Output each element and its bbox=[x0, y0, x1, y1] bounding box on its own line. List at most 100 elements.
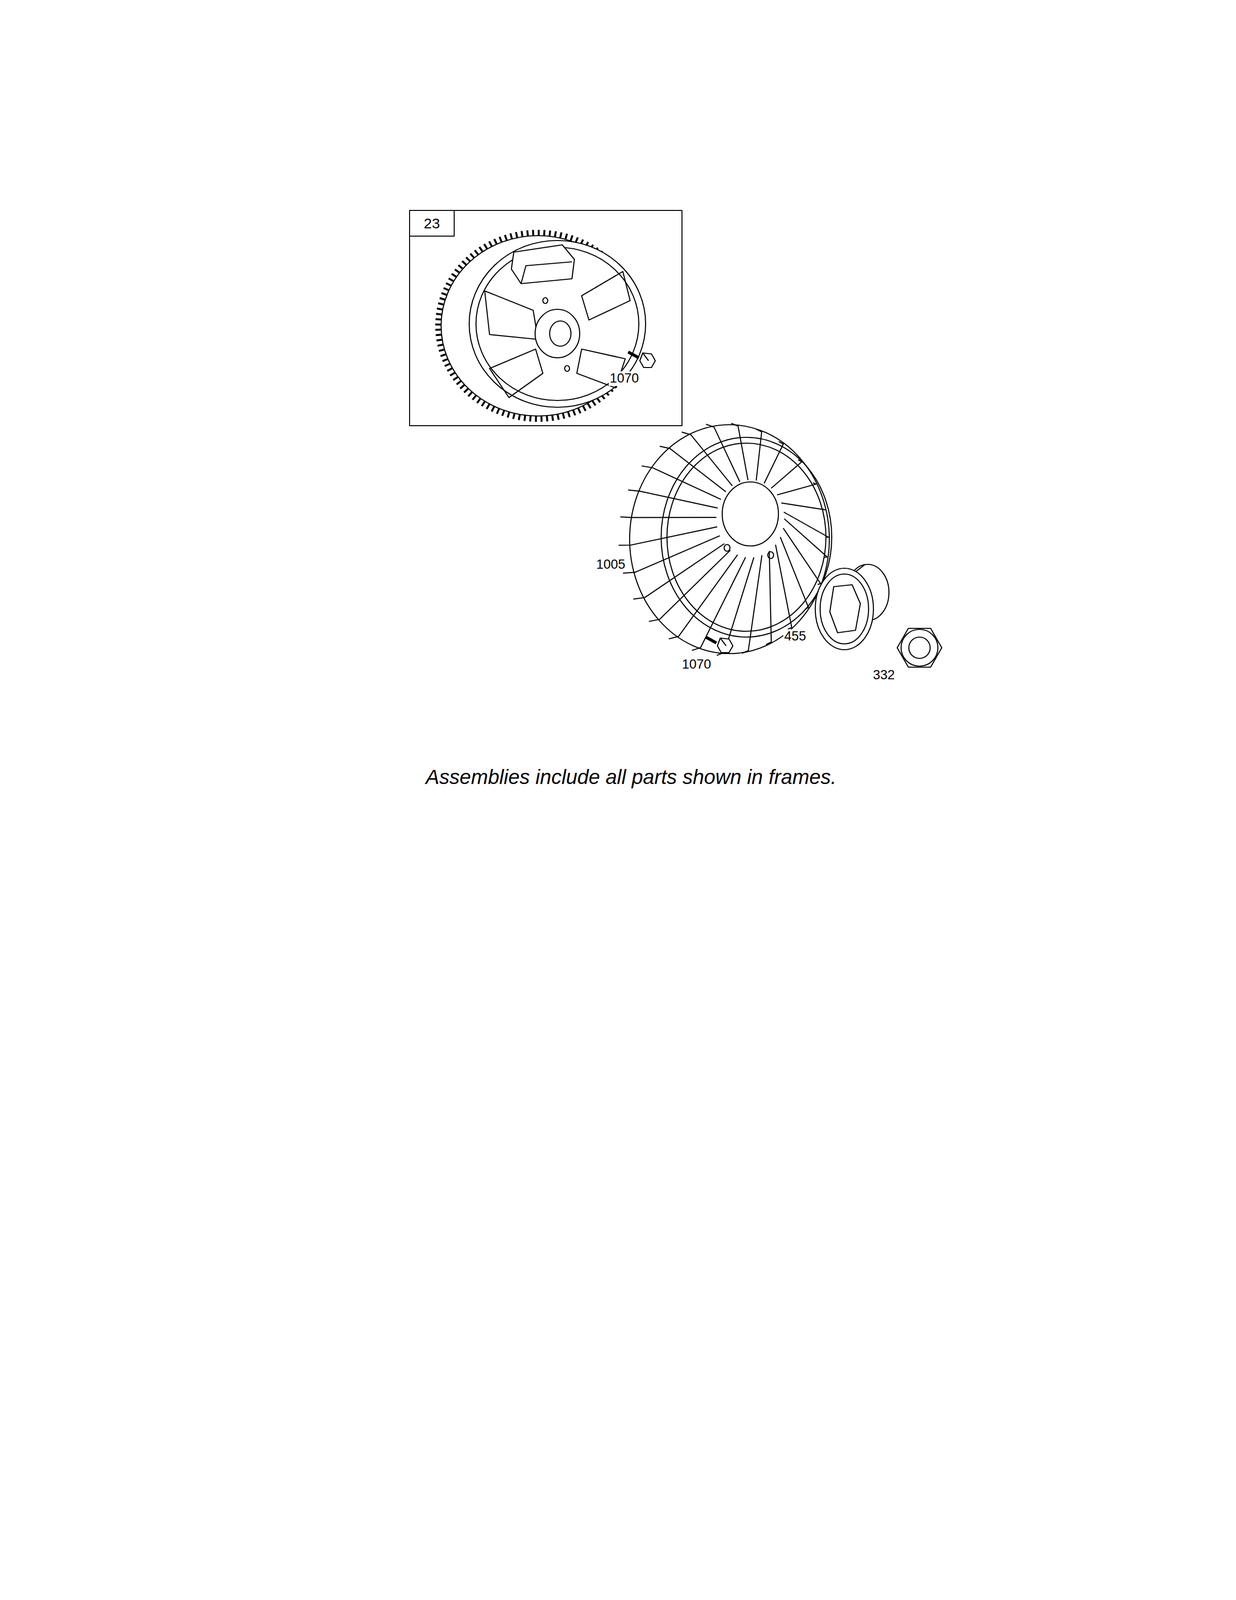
gear-tooth bbox=[549, 230, 551, 237]
gear-tooth bbox=[554, 231, 556, 238]
gear-tooth bbox=[494, 238, 497, 245]
callout-number: 455 bbox=[783, 629, 808, 644]
gear-tooth bbox=[486, 403, 490, 409]
gear-tooth bbox=[513, 412, 515, 419]
fan-drawing bbox=[618, 423, 832, 656]
gear-tooth bbox=[451, 273, 457, 278]
gear-tooth bbox=[435, 328, 442, 332]
fan-fin bbox=[668, 554, 738, 639]
gear-tooth bbox=[436, 308, 443, 310]
fan-fin bbox=[783, 527, 821, 585]
fan-fin bbox=[742, 554, 762, 653]
gear-tooth bbox=[532, 229, 535, 236]
gear-tooth bbox=[472, 395, 477, 400]
gear-tooth bbox=[468, 391, 473, 397]
gear-tooth bbox=[460, 384, 465, 389]
gear-tooth bbox=[444, 363, 451, 366]
gear-tooth bbox=[543, 229, 546, 236]
reference-number: 23 bbox=[423, 215, 440, 232]
callout-number: 1070 bbox=[681, 657, 713, 672]
gear-tooth bbox=[560, 232, 562, 238]
gear-tooth bbox=[499, 236, 502, 242]
fan-fin bbox=[783, 511, 829, 538]
gear-tooth bbox=[540, 415, 543, 422]
gear-tooth bbox=[466, 257, 471, 262]
assembly-frame: 23 bbox=[409, 209, 683, 427]
fan-fin bbox=[765, 550, 772, 645]
fan-fin bbox=[618, 526, 717, 546]
gear-tooth bbox=[461, 260, 467, 265]
gear-tooth bbox=[474, 250, 478, 255]
gear-tooth bbox=[546, 415, 548, 422]
gear-tooth bbox=[454, 269, 460, 273]
gear-tooth bbox=[463, 388, 469, 393]
fan-fin bbox=[763, 441, 784, 484]
caption-note: Assemblies include all parts shown in fr… bbox=[425, 764, 837, 790]
gear-tooth bbox=[552, 414, 554, 421]
gear-tooth bbox=[592, 400, 596, 406]
gear-tooth bbox=[502, 410, 505, 416]
callout-number: 1005 bbox=[595, 557, 627, 572]
gear-tooth bbox=[529, 415, 532, 422]
fan-fin bbox=[716, 557, 755, 656]
callout-number: 1070 bbox=[608, 371, 640, 386]
gear-tooth bbox=[435, 323, 442, 326]
fan-fin bbox=[771, 459, 802, 489]
gear-tooth bbox=[447, 367, 453, 371]
gear-tooth bbox=[568, 411, 571, 417]
fan-fin bbox=[780, 537, 809, 610]
starter-cup-drawing bbox=[815, 564, 889, 650]
gear-tooth bbox=[583, 405, 587, 412]
gear-tooth bbox=[587, 403, 591, 409]
gear-tooth bbox=[557, 413, 559, 420]
bolt-drawing bbox=[628, 351, 656, 368]
gear-tooth bbox=[572, 409, 575, 415]
gear-tooth bbox=[510, 233, 512, 239]
gear-tooth bbox=[507, 412, 510, 418]
gear-tooth bbox=[443, 287, 449, 291]
reference-box: 23 bbox=[409, 209, 455, 237]
gear-tooth bbox=[515, 232, 518, 238]
gear-tooth bbox=[484, 243, 488, 249]
gear-tooth bbox=[436, 313, 443, 315]
fan-fin bbox=[776, 482, 816, 495]
callout-number: 332 bbox=[871, 667, 896, 683]
gear-tooth bbox=[570, 235, 573, 241]
gear-tooth bbox=[450, 372, 456, 376]
gear-tooth bbox=[453, 376, 459, 381]
nut-drawing bbox=[897, 628, 942, 667]
gear-tooth bbox=[458, 265, 463, 270]
bolt-drawing bbox=[705, 636, 733, 653]
gear-tooth bbox=[439, 298, 445, 300]
gear-tooth bbox=[505, 235, 508, 241]
gear-tooth bbox=[565, 233, 567, 240]
gear-tooth bbox=[441, 292, 447, 295]
gear-tooth bbox=[481, 401, 486, 407]
gear-tooth bbox=[438, 349, 445, 351]
fan-fin bbox=[731, 423, 748, 480]
gear-tooth bbox=[437, 344, 444, 346]
fan-fin bbox=[628, 490, 718, 508]
gear-tooth bbox=[489, 241, 492, 247]
fan-fin bbox=[781, 502, 825, 510]
gear-tooth bbox=[527, 230, 528, 237]
gear-tooth bbox=[518, 414, 520, 421]
gear-tooth bbox=[537, 229, 540, 236]
gear-tooth bbox=[491, 406, 494, 412]
gear-tooth bbox=[535, 415, 538, 422]
gear-tooth bbox=[521, 231, 523, 238]
gear-tooth bbox=[442, 358, 448, 361]
fan-fin bbox=[659, 445, 726, 492]
gear-tooth bbox=[438, 302, 444, 305]
fan-fins bbox=[618, 423, 829, 656]
gear-tooth bbox=[476, 398, 481, 404]
gear-tooth bbox=[456, 380, 462, 384]
gear-tooth bbox=[578, 407, 581, 413]
flywheel-drawing bbox=[435, 229, 646, 422]
gear-tooth bbox=[496, 408, 500, 414]
gear-tooth bbox=[479, 246, 483, 252]
gear-tooth bbox=[470, 253, 475, 258]
gear-tooth bbox=[436, 339, 443, 341]
